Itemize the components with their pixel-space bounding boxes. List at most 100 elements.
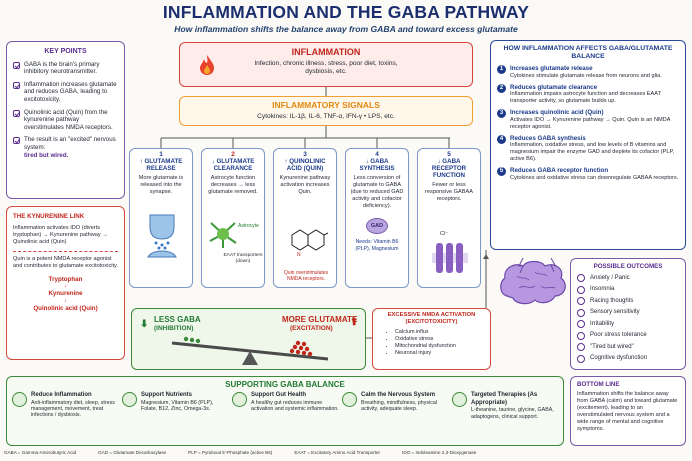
chain-kynurenine: Kynurenine <box>48 290 83 298</box>
chain-tryptophan: Tryptophan <box>48 275 83 283</box>
column-title: ↓ GABA RECEPTOR FUNCTION <box>431 158 467 179</box>
flame-icon <box>200 55 214 75</box>
bottom-line-text: Inflammation shifts the balance away fro… <box>577 390 678 432</box>
brain-icon <box>500 258 566 305</box>
check-icon <box>13 61 20 69</box>
outcome-item: "Tired but wired" <box>571 343 685 352</box>
key-points-panel: KEY POINTS GABA is the brain's primary i… <box>6 41 125 199</box>
outcome-icon <box>577 274 585 283</box>
check-icon <box>13 137 20 145</box>
column-number: 3 <box>303 151 307 158</box>
down-arrow-icon: ↓ <box>64 297 67 304</box>
chain-quin: Quinolinic acid (Quin) <box>33 304 98 312</box>
outcome-icon <box>577 297 585 306</box>
outcome-item: Insomnia <box>571 285 685 294</box>
column-number: 4 <box>375 151 379 158</box>
down-arrow-icon: ↓ <box>64 283 67 290</box>
svg-text:N: N <box>297 252 301 258</box>
eaat-label: EAAT transporters (down) <box>223 253 263 264</box>
outcome-icon <box>577 308 585 317</box>
inflammation-heading: INFLAMMATION <box>291 47 361 57</box>
key-point-item: GABA is the brain's primary inhibitory n… <box>13 61 118 76</box>
down-arrow-icon: ⬇ <box>140 319 149 330</box>
bottom-line-panel: BOTTOM LINE Inflammation shifts the bala… <box>570 376 686 446</box>
pill-icon <box>122 392 137 407</box>
footer-item: GABA = Gamma-Aminobutyric Acid <box>4 450 77 455</box>
page-title: INFLAMMATION AND THE GABA PATHWAY <box>162 2 530 22</box>
column-number: 2 <box>231 151 235 158</box>
kynurenine-link-panel: THE KYNURENINE LINK Inflammation activat… <box>6 206 125 360</box>
chloride-label: Cl⁻ <box>440 231 449 237</box>
column-text: More glutamate is released into the syna… <box>138 175 184 195</box>
excess-nmda-panel: EXCESSIVE NMDA ACTIVATION (EXCITOTOXICIT… <box>372 308 491 370</box>
outcome-item: Irritability <box>571 320 685 329</box>
inflammation-box: INFLAMMATION Infection, chronic illness,… <box>179 42 473 87</box>
key-point-item: Quinolinic acid (Quin) from the kynureni… <box>13 109 118 132</box>
check-icon <box>13 81 20 89</box>
inflammatory-signals-box: INFLAMMATORY SIGNALS Cytokines: IL-1β, I… <box>179 96 473 126</box>
more-glutamate-sub: (EXCITATION) <box>290 325 333 332</box>
how-inflammation-panel: HOW INFLAMMATION AFFECTS GABA/GLUTAMATE … <box>490 40 686 250</box>
column-text: Fewer or less responsive GABAA receptors… <box>425 182 473 202</box>
outcome-icon <box>577 320 585 329</box>
excess-heading: EXCESSIVE NMDA ACTIVATION (EXCITOTOXICIT… <box>387 312 476 325</box>
synapse-icon <box>147 214 177 258</box>
column-text: Kynurenine pathway activation increases … <box>279 175 331 195</box>
outcome-icon <box>577 285 585 294</box>
outcome-item: Racing thoughts <box>571 297 685 306</box>
up-arrow-icon: ⬆ <box>350 317 359 328</box>
kynurenine-heading: THE KYNURENINE LINK <box>13 213 85 220</box>
gad-badge: GAD <box>366 218 388 234</box>
check-icon <box>13 109 20 117</box>
column-number: 1 <box>159 151 163 158</box>
receptor-icon <box>432 243 468 273</box>
quin-molecule-icon: N <box>291 229 328 258</box>
balance-panel: LESS GABA (INHIBITION) MORE GLUTAMATE (E… <box>131 308 366 370</box>
footer-item: IDO = Indoleamine 2,3-Dioxygenase <box>402 450 477 455</box>
astrocyte-label: Astrocyte <box>238 223 259 229</box>
key-point-item: The result is an "excited" nervous syste… <box>13 136 118 159</box>
key-points-heading: KEY POINTS <box>44 48 87 55</box>
how-heading: HOW INFLAMMATION AFFECTS GABA/GLUTAMATE … <box>503 45 673 60</box>
outcome-icon <box>577 331 585 340</box>
footer-abbreviations: GABA = Gamma-Aminobutyric Acid GAD = Glu… <box>4 450 692 455</box>
kynurenine-text-1: Inflammation activates IDO (diverts tryp… <box>13 224 108 245</box>
seesaw-icon <box>171 336 329 365</box>
inflammation-text: Infection, chronic illness, stress, poor… <box>254 60 398 75</box>
column-number: 5 <box>447 151 451 158</box>
outcome-item: Poor stress tolerance <box>571 331 685 340</box>
possible-outcomes-panel: POSSIBLE OUTCOMES Anxiety / Panic Insomn… <box>570 258 686 370</box>
column-glutamate-release: 1 ↑ GLUTAMATE RELEASE More glutamate is … <box>129 148 193 288</box>
less-gaba-title: LESS GABA <box>154 315 201 324</box>
key-point-item: Inflammation increases glutamate and red… <box>13 81 118 104</box>
excess-item: Mitochondrial dysfunction <box>395 343 490 350</box>
gad-needs: Needs: Vitamin B6 (PLP), Magnesium <box>355 239 399 252</box>
column-text: Astrocyte function decreases → less glut… <box>208 175 258 195</box>
column-title: ↓ GABA SYNTHESIS <box>359 158 395 172</box>
more-glutamate-title: MORE GLUTAMATE <box>282 315 358 324</box>
column-title: ↑ QUINOLINIC ACID (QUIN) <box>284 158 326 172</box>
excess-item: Oxidative stress <box>395 336 490 343</box>
gut-icon <box>232 392 247 407</box>
column-title: ↓ GLUTAMATE CLEARANCE <box>211 158 255 172</box>
support-heading: SUPPORTING GABA BALANCE <box>225 380 345 389</box>
outcome-icon <box>577 343 585 352</box>
outcome-item: Cognitive dysfunction <box>571 354 685 363</box>
outcome-item: Sensory sensitivity <box>571 308 685 317</box>
outcomes-heading: POSSIBLE OUTCOMES <box>593 263 663 270</box>
quin-note: Quin overstimulates NMDA receptors. <box>283 270 329 282</box>
less-gaba-sub: (INHIBITION) <box>154 325 194 332</box>
support-item-therapies: Targeted Therapies (As Appropriate)L-the… <box>452 392 560 444</box>
column-gaba-synthesis: 4 ↓ GABA SYNTHESIS Less conversion of gl… <box>345 148 409 288</box>
excess-item: Neuronal injury <box>395 350 490 357</box>
kynurenine-text-2: Quin is a potent NMDA receptor agonist a… <box>13 255 118 269</box>
